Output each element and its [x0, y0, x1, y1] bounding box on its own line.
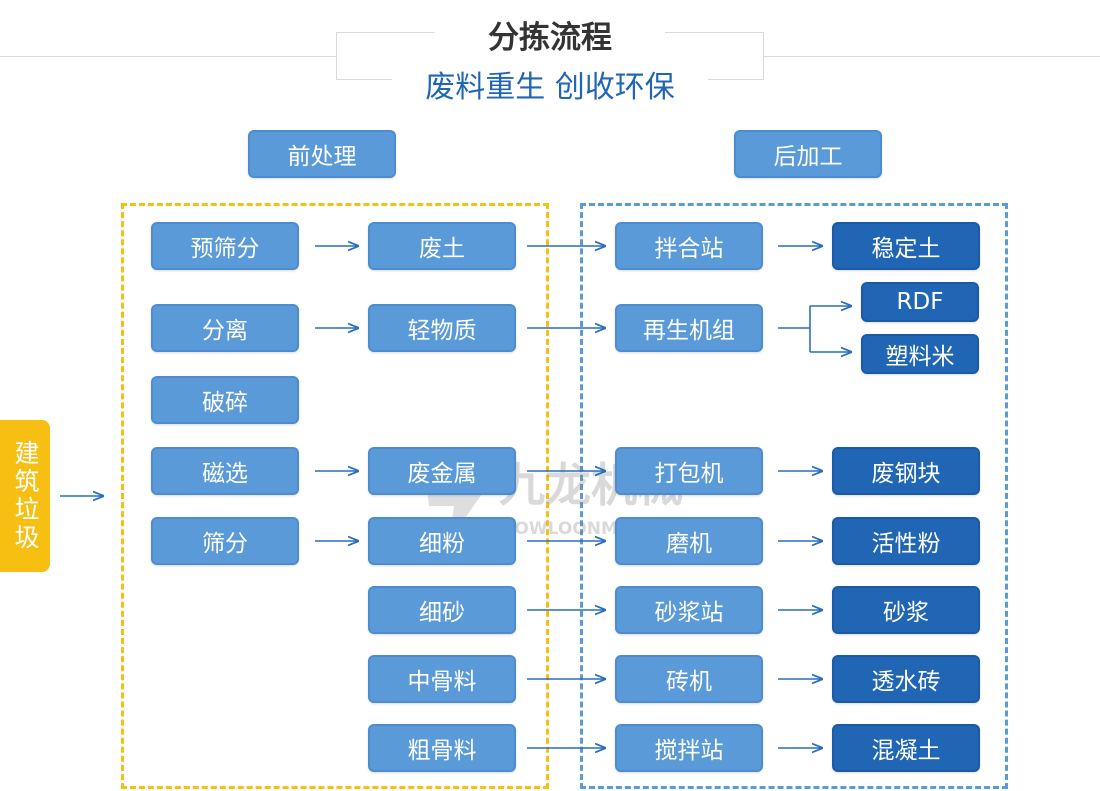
node-fine-sand: 细砂	[368, 586, 516, 634]
header-line-left	[0, 56, 336, 57]
node-waste-soil: 废土	[368, 222, 516, 270]
product-rdf: RDF	[861, 282, 979, 322]
node-mix-station: 拌合站	[615, 222, 763, 270]
header-line-right	[764, 56, 1100, 57]
node-mortar-station: 砂浆站	[615, 586, 763, 634]
source-construction-waste: 建筑垃圾	[0, 420, 50, 572]
section-pre-processing: 前处理	[248, 130, 396, 178]
product-permeable-brick: 透水砖	[832, 655, 980, 703]
post-processing-region	[580, 203, 1008, 789]
node-baler: 打包机	[615, 447, 763, 495]
section-post-processing: 后加工	[734, 130, 882, 178]
node-regeneration-unit: 再生机组	[615, 304, 763, 352]
page-subtitle: 废料重生 创收环保	[392, 62, 708, 106]
node-sift: 筛分	[151, 517, 299, 565]
page-title: 分拣流程	[435, 12, 665, 57]
node-mixing-station: 搅拌站	[615, 724, 763, 772]
node-presift: 预筛分	[151, 222, 299, 270]
node-scrap-metal: 废金属	[368, 447, 516, 495]
node-medium-aggregate: 中骨料	[368, 655, 516, 703]
product-concrete: 混凝土	[832, 724, 980, 772]
node-light-material: 轻物质	[368, 304, 516, 352]
node-brick-machine: 砖机	[615, 655, 763, 703]
node-crush: 破碎	[151, 376, 299, 424]
product-mortar: 砂浆	[832, 586, 980, 634]
node-mill: 磨机	[615, 517, 763, 565]
pre-processing-region	[121, 203, 549, 789]
product-scrap-steel-block: 废钢块	[832, 447, 980, 495]
product-stable-soil: 稳定土	[832, 222, 980, 270]
product-plastic-pellets: 塑料米	[861, 334, 979, 374]
node-magnetic: 磁选	[151, 447, 299, 495]
node-coarse-aggregate: 粗骨料	[368, 724, 516, 772]
node-separate: 分离	[151, 304, 299, 352]
node-fine-powder: 细粉	[368, 517, 516, 565]
product-active-powder: 活性粉	[832, 517, 980, 565]
